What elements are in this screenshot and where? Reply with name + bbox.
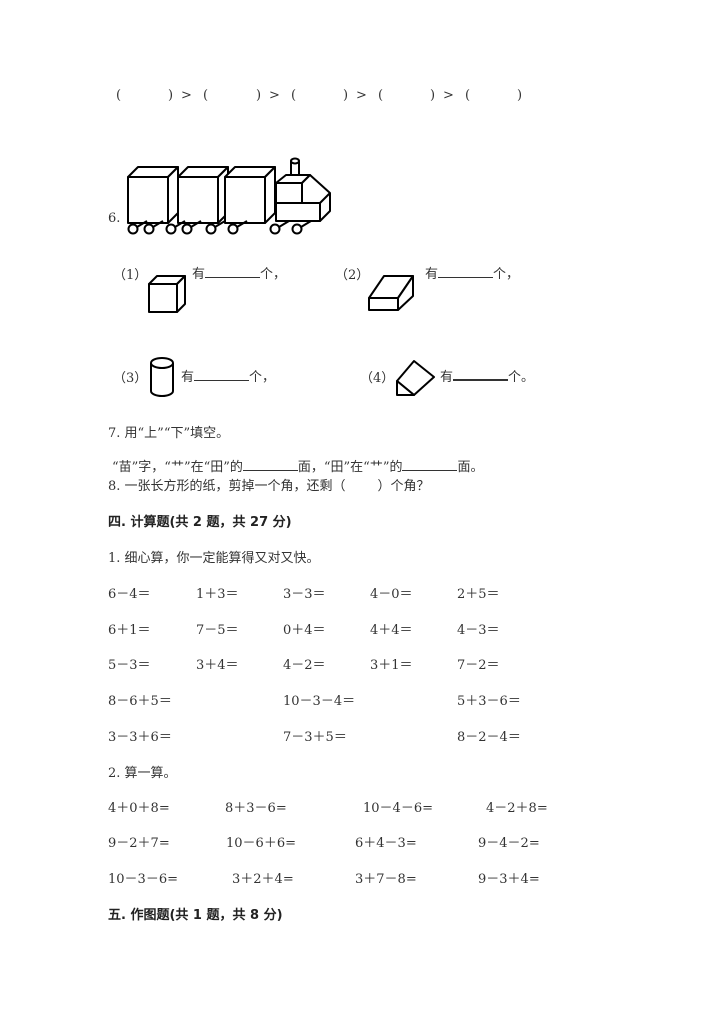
q6-part1-answer-blank[interactable] bbox=[205, 265, 261, 278]
cube-icon bbox=[148, 275, 186, 313]
equation: 3＋1＝ bbox=[370, 658, 413, 673]
paren-close: ) bbox=[517, 88, 523, 103]
q6-part2-prefix: 有 bbox=[425, 267, 439, 282]
equation: 8－6＋5＝ bbox=[108, 694, 172, 709]
calc-row: 8－6＋5＝ 10－3－4＝ 5＋3－6＝ bbox=[0, 690, 720, 710]
equation: 4－0＝ bbox=[370, 587, 413, 602]
calc-row: 6－4＝ 1＋3＝ 3－3＝ 4－0＝ 2＋5＝ bbox=[0, 583, 720, 603]
equation: 3＋7－8= bbox=[355, 872, 417, 887]
equation: 10－4－6= bbox=[363, 801, 433, 816]
equation: 5－3＝ bbox=[108, 658, 151, 673]
q6-part2-answer-blank[interactable] bbox=[438, 265, 494, 278]
section-5-title: 五. 作图题(共 1 题，共 8 分) bbox=[108, 908, 283, 923]
equation: 3＋4＝ bbox=[196, 658, 239, 673]
calc-row: 4＋0＋8= 8＋3－6= 10－4－6= 4－2＋8= bbox=[0, 797, 720, 817]
equation: 10－3－4＝ bbox=[283, 694, 356, 709]
q6-part3-answer-blank[interactable] bbox=[194, 368, 250, 381]
q6-part2-text: 有 个， bbox=[425, 263, 519, 282]
q6-part3-suffix: 个， bbox=[249, 370, 276, 385]
q6-part2-label: （2） bbox=[335, 268, 370, 283]
q6-part1-suffix: 个， bbox=[260, 267, 287, 282]
equation: 7－5＝ bbox=[196, 623, 239, 638]
equation: 6＋1＝ bbox=[108, 623, 151, 638]
calc-row: 3－3＋6＝ 7－3＋5＝ 8－2－4＝ bbox=[0, 726, 720, 746]
q6-part2-suffix: 个， bbox=[493, 267, 520, 282]
equation: 4－2＝ bbox=[283, 658, 326, 673]
calc-row: 9－2＋7= 10－6＋6= 6＋4－3= 9－4－2= bbox=[0, 832, 720, 852]
section-4-q2-title: 2. 算一算。 bbox=[108, 766, 177, 781]
q6-part1-text: 有 个， bbox=[192, 263, 286, 282]
q6-part4-suffix: 个。 bbox=[508, 370, 535, 385]
q6-part3-prefix: 有 bbox=[181, 370, 195, 385]
equation: 4＋4＝ bbox=[370, 623, 413, 638]
equation: 8－2－4＝ bbox=[457, 730, 521, 745]
paren-close: ) bbox=[343, 88, 349, 103]
paren-open: ( bbox=[203, 88, 209, 103]
gt-sign: > bbox=[269, 88, 280, 103]
question-7-title: 7. 用“上”“下”填空。 bbox=[108, 426, 230, 441]
paren-open: ( bbox=[116, 88, 122, 103]
q6-part3-text: 有 个， bbox=[181, 366, 275, 385]
cylinder-icon bbox=[150, 357, 174, 397]
equation: 9－3＋4= bbox=[478, 872, 540, 887]
equation: 10－6＋6= bbox=[226, 836, 296, 851]
gt-sign: > bbox=[443, 88, 454, 103]
equation: 5＋3－6＝ bbox=[457, 694, 521, 709]
q8-text-before: 8. 一张长方形的纸，剪掉一个角，还剩（ bbox=[108, 479, 346, 494]
equation: 4－3＝ bbox=[457, 623, 500, 638]
equation: 6－4＝ bbox=[108, 587, 151, 602]
section-4-q1-title: 1. 细心算，你一定能算得又对又快。 bbox=[108, 551, 320, 566]
equation: 4－2＋8= bbox=[486, 801, 548, 816]
q6-part4-answer-blank[interactable] bbox=[453, 367, 509, 381]
equation: 4＋0＋8= bbox=[108, 801, 170, 816]
calc-row: 10－3－6= 3＋2＋4= 3＋7－8= 9－3＋4= bbox=[0, 868, 720, 888]
triangular-prism-icon bbox=[396, 360, 435, 396]
q6-part1-label: （1） bbox=[113, 268, 148, 283]
train-figure-icon bbox=[127, 157, 331, 235]
equation: 3－3＝ bbox=[283, 587, 326, 602]
paren-close: ) bbox=[168, 88, 174, 103]
equation: 7－2＝ bbox=[457, 658, 500, 673]
equation: 7－3＋5＝ bbox=[283, 730, 347, 745]
q8-text-after: ）个角？ bbox=[377, 479, 430, 494]
q7-text-part1: “苗”字，“艹”在“田”的 bbox=[112, 460, 243, 475]
equation: 3－3＋6＝ bbox=[108, 730, 172, 745]
paren-close: ) bbox=[430, 88, 436, 103]
ordering-row: ( ) > ( ) > ( ) > ( ) > ( ) bbox=[0, 88, 720, 108]
gt-sign: > bbox=[181, 88, 192, 103]
calc-row: 6＋1＝ 7－5＝ 0＋4＝ 4＋4＝ 4－3＝ bbox=[0, 619, 720, 639]
q6-part1-prefix: 有 bbox=[192, 267, 206, 282]
gt-sign: > bbox=[356, 88, 367, 103]
q7-answer-blank-2[interactable] bbox=[402, 458, 458, 471]
equation: 8＋3－6= bbox=[225, 801, 287, 816]
question-8: 8. 一张长方形的纸，剪掉一个角，还剩（ ）个角？ bbox=[108, 475, 430, 494]
equation: 6＋4－3= bbox=[355, 836, 417, 851]
q7-text-part3: 面。 bbox=[457, 460, 484, 475]
question-6-number: 6. bbox=[108, 211, 121, 226]
cuboid-icon bbox=[368, 275, 414, 311]
paren-open: ( bbox=[465, 88, 471, 103]
paren-close: ) bbox=[256, 88, 262, 103]
calc-row: 5－3＝ 3＋4＝ 4－2＝ 3＋1＝ 7－2＝ bbox=[0, 654, 720, 674]
equation: 9－2＋7= bbox=[108, 836, 170, 851]
equation: 1＋3＝ bbox=[196, 587, 239, 602]
equation: 9－4－2= bbox=[478, 836, 540, 851]
q7-text-part2: 面，“田”在“艹”的 bbox=[297, 460, 403, 475]
paren-open: ( bbox=[378, 88, 384, 103]
equation: 3＋2＋4= bbox=[232, 872, 294, 887]
section-4-title: 四. 计算题(共 2 题，共 27 分) bbox=[108, 515, 292, 530]
equation: 0＋4＝ bbox=[283, 623, 326, 638]
q6-part4-prefix: 有 bbox=[440, 370, 454, 385]
paren-open: ( bbox=[291, 88, 297, 103]
q6-part4-text: 有 个。 bbox=[440, 366, 534, 385]
q6-part4-label: （4） bbox=[360, 371, 395, 386]
equation: 10－3－6= bbox=[108, 872, 178, 887]
equation: 2＋5＝ bbox=[457, 587, 500, 602]
question-7-sentence: “苗”字，“艹”在“田”的 面，“田”在“艹”的 面。 bbox=[112, 456, 484, 475]
q7-answer-blank-1[interactable] bbox=[242, 458, 298, 471]
q6-part3-label: （3） bbox=[113, 371, 148, 386]
